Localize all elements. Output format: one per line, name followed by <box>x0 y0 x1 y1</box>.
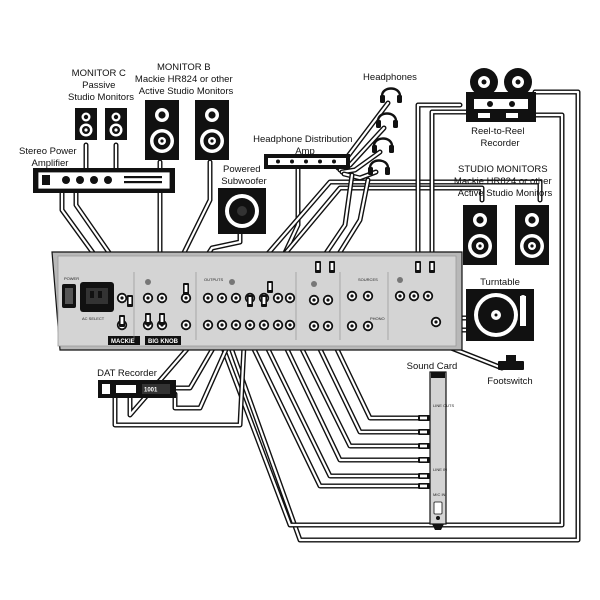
headphones-icon <box>370 137 396 155</box>
headphones-icon <box>366 159 392 177</box>
monitor-b-speakers <box>145 100 229 160</box>
mixer-model: BIG KNOB <box>148 339 179 345</box>
speaker-icon <box>515 205 549 265</box>
reel-to-reel-icon <box>466 68 536 122</box>
headphones-icon <box>378 87 404 105</box>
turntable-icon <box>466 289 534 341</box>
sound-card: LINE OUTS LINE IN MIC IN <box>418 371 454 530</box>
studio-monitors <box>463 205 549 265</box>
label-monitor-c: MONITOR C Passive Studio Monitors <box>68 63 134 103</box>
headphones <box>366 87 404 177</box>
label-footswitch: Footswitch <box>487 376 532 387</box>
card-line-in-label: LINE IN <box>433 467 447 472</box>
label-dat-recorder: DAT Recorder <box>97 368 157 379</box>
label-subwoofer: Powered Subwoofer <box>221 159 266 187</box>
footswitch-icon <box>498 355 524 370</box>
card-line-outs-label: LINE OUTS <box>433 403 454 408</box>
reel-to-reel-recorder <box>466 68 536 122</box>
headphones-icon <box>374 112 400 130</box>
label-monitor-b: MONITOR B Mackie HR824 or other Active S… <box>135 57 237 97</box>
footswitch <box>498 355 524 370</box>
dat-recorder: 1001 <box>98 380 176 398</box>
mixer-brand: MACKIE <box>111 339 135 345</box>
turntable <box>466 289 534 341</box>
panel-sources-label: SOURCES <box>358 277 378 282</box>
speaker-icon <box>463 205 497 265</box>
labels: MONITOR C Passive Studio Monitors MONITO… <box>19 57 556 387</box>
panel-phono-label: PHONO <box>370 316 385 321</box>
label-sound-card: Sound Card <box>407 361 458 372</box>
label-turntable: Turntable <box>480 277 520 288</box>
stereo-power-amplifier <box>33 168 175 193</box>
panel-outputs-label: OUTPUTS <box>204 277 223 282</box>
headphone-distribution-amp <box>264 154 350 169</box>
speaker-icon <box>195 100 229 160</box>
card-mic-in-label: MIC IN <box>433 492 446 497</box>
label-studio-monitors: STUDIO MONITORS Mackie HR824 or other Ac… <box>454 159 556 199</box>
speaker-icon <box>75 108 97 140</box>
label-reel-to-reel: Reel-to-Reel Recorder <box>471 121 529 149</box>
monitor-c-speakers <box>75 108 127 140</box>
powered-subwoofer <box>218 188 266 234</box>
speaker-icon <box>145 100 179 160</box>
speaker-icon <box>105 108 127 140</box>
panel-ac-select-label: AC SELECT <box>82 316 105 321</box>
dat-brand: 1001 <box>144 388 158 394</box>
label-stereo-amp: Stereo Power Amplifier <box>19 141 81 169</box>
label-headphone-amp: Headphone Distribution Amp <box>253 129 357 157</box>
panel-power-label: POWER <box>64 276 79 281</box>
mixer: POWER AC SELECT MACKIE BIG KNOB OUTPUTS … <box>51 251 463 351</box>
label-headphones: Headphones <box>363 72 417 83</box>
